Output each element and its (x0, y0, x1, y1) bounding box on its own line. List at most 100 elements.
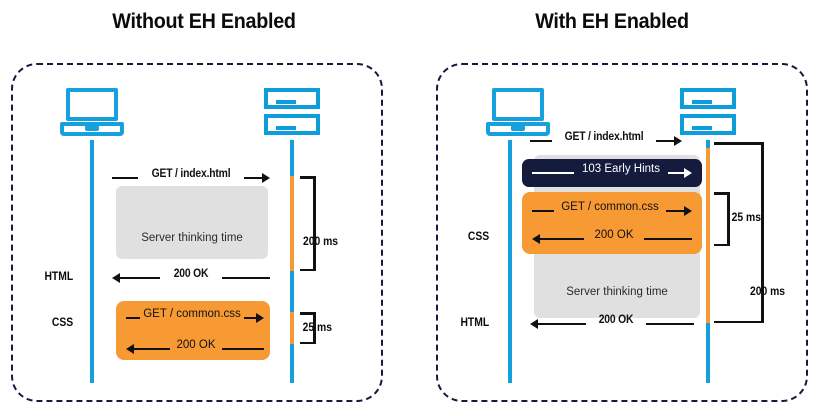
message-label: GET / index.html (564, 131, 644, 143)
message-label: GET / common.css (561, 201, 659, 213)
bracket-tick-top (300, 312, 316, 315)
laptop-base (60, 122, 124, 136)
server-lifeline-idle-top (290, 140, 294, 176)
server-thinking-label: Server thinking time (566, 286, 668, 298)
arrow-line-left (532, 172, 574, 174)
css-exchange-box (522, 192, 702, 254)
message-label: 200 OK (176, 339, 216, 351)
message-get-common-css: GET / common.css (126, 308, 264, 326)
side-label-html: HTML (44, 271, 74, 283)
bracket-tick-top (714, 192, 730, 195)
arrow-line-left (120, 277, 160, 279)
server-lifeline-idle-bottom (706, 323, 710, 383)
arrow-line-right (244, 317, 256, 319)
arrow-line-left (540, 238, 584, 240)
message-200-ok-html: 200 OK (530, 314, 694, 332)
message-label: 200 OK (598, 314, 634, 326)
server-led-top (692, 100, 712, 104)
arrow-line-right (666, 210, 684, 212)
server-lifeline-busy (706, 148, 710, 323)
arrow-line-left (532, 210, 554, 212)
timing-bracket-200ms (714, 142, 764, 323)
bracket-spine (313, 176, 316, 271)
arrow-line-left (530, 140, 552, 142)
timing-label-25ms: 25 ms (302, 322, 332, 334)
server-led-bottom (276, 126, 296, 130)
laptop-icon (60, 88, 124, 136)
timing-bracket-25ms (714, 192, 730, 246)
side-label-css: CSS (467, 231, 490, 243)
client-lifeline (508, 140, 512, 383)
arrow-line-right (244, 177, 262, 179)
arrow-line-left (134, 348, 170, 350)
server-lifeline-busy-html (290, 176, 294, 271)
message-200-ok-css: 200 OK (532, 229, 692, 247)
bracket-tick-bottom (300, 268, 316, 271)
server-icon (264, 88, 320, 136)
server-thinking-label: Server thinking time (141, 232, 243, 244)
client-lifeline (90, 140, 94, 383)
arrow-line-right (668, 172, 684, 174)
laptop-icon (486, 88, 550, 136)
message-get-index-html: GET / index.html (530, 131, 682, 149)
arrow-head (262, 172, 270, 183)
server-lifeline-idle-top (706, 140, 710, 148)
arrow-line-right (656, 140, 674, 142)
arrow-line-right (222, 277, 270, 279)
message-get-common-css: GET / common.css (532, 201, 692, 219)
laptop-lid (66, 88, 118, 121)
server-unit-top (680, 88, 736, 109)
panel-title-with-eh: With EH Enabled (535, 10, 689, 33)
bracket-tick-bottom (300, 341, 316, 344)
timing-bracket-200ms (300, 176, 316, 271)
server-thinking-box: Server thinking time (116, 186, 268, 259)
message-label: 200 OK (173, 268, 209, 280)
message-200-ok-css: 200 OK (126, 339, 264, 357)
bracket-spine (727, 192, 730, 246)
message-label: GET / index.html (151, 168, 231, 180)
bracket-tick-top (300, 176, 316, 179)
arrow-head (674, 135, 682, 146)
bracket-tick-bottom (714, 243, 730, 246)
panel-with-eh: With EH Enabled Server thinking time GET… (408, 0, 816, 416)
arrow-line-left (538, 323, 586, 325)
arrow-head (684, 167, 692, 178)
server-lifeline-idle-bottom (290, 344, 294, 383)
arrow-head (112, 272, 120, 283)
server-led-top (276, 100, 296, 104)
bracket-tick-top (714, 142, 764, 145)
server-led-bottom (692, 126, 712, 130)
message-label: GET / common.css (143, 308, 241, 320)
message-label: 200 OK (594, 229, 634, 241)
arrow-head (126, 343, 134, 354)
arrow-line-right (644, 238, 692, 240)
server-lifeline-idle-mid (290, 271, 294, 312)
arrow-head (684, 205, 692, 216)
timing-label-25ms: 25 ms (731, 212, 761, 224)
timing-label-200ms: 200 ms (302, 236, 339, 248)
laptop-base (486, 122, 550, 136)
arrow-head (530, 318, 538, 329)
server-icon (680, 88, 736, 136)
laptop-lid (492, 88, 544, 121)
server-unit-bottom (680, 114, 736, 135)
side-label-html: HTML (460, 317, 490, 329)
bracket-spine (313, 312, 316, 344)
diagram-container-without-eh (11, 63, 383, 402)
message-200-ok-html: 200 OK (112, 268, 270, 286)
laptop-trackpad (85, 125, 99, 131)
arrow-line-left (126, 317, 140, 319)
diagram-container-with-eh (436, 63, 808, 402)
panel-without-eh: Without EH Enabled Server thinking time … (11, 10, 383, 402)
bracket-spine (761, 142, 764, 323)
arrow-line-left (112, 177, 138, 179)
bracket-tick-bottom (714, 320, 764, 323)
css-exchange-box (116, 301, 270, 360)
arrow-line-right (646, 323, 694, 325)
server-unit-bottom (264, 114, 320, 135)
arrow-head (256, 312, 264, 323)
message-get-index-html: GET / index.html (112, 168, 270, 186)
timing-label-200ms: 200 ms (749, 286, 786, 298)
message-103-early-hints: 103 Early Hints (532, 163, 692, 181)
message-label: 103 Early Hints (582, 163, 660, 175)
